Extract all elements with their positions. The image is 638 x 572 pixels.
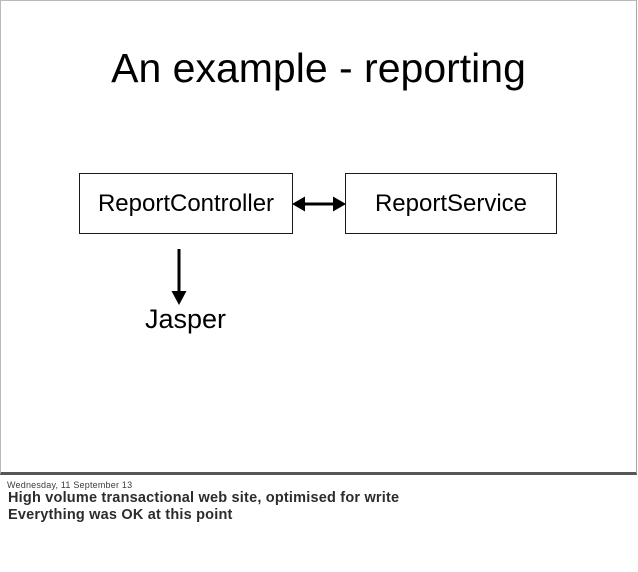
diagram-box-label: ReportService xyxy=(374,189,528,217)
down-arrow-icon xyxy=(171,249,187,305)
slide-date: Wednesday, 11 September 13 xyxy=(7,480,133,490)
slide-title: An example - reporting xyxy=(111,45,526,91)
double-arrow-icon xyxy=(292,196,346,212)
diagram-box-reportservice: ReportService xyxy=(345,173,557,234)
diagram-box-label: ReportController xyxy=(97,189,275,217)
diagram-box-reportcontroller: ReportController xyxy=(79,173,293,234)
slide: An example - reporting ReportController … xyxy=(0,0,637,475)
note-line: Everything was OK at this point xyxy=(8,507,233,523)
note-line: High volume transactional web site, opti… xyxy=(8,490,400,506)
diagram-label-jasper: Jasper xyxy=(145,304,227,334)
